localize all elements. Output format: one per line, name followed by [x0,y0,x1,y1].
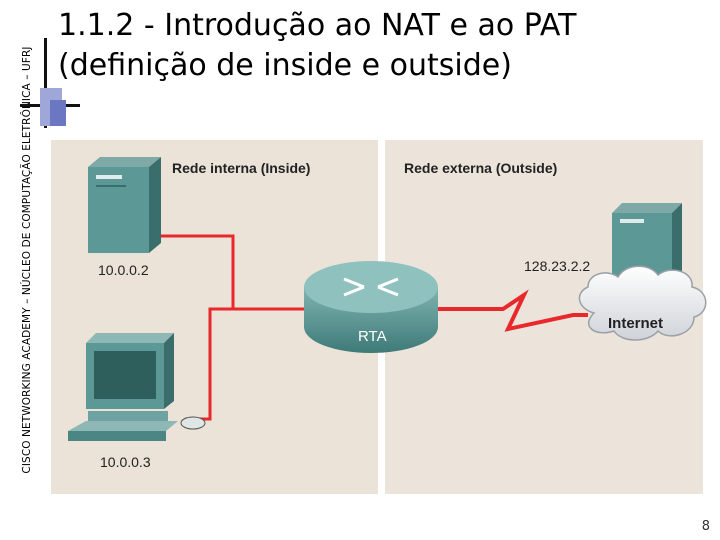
router-icon [304,261,438,353]
internet-cloud-icon [578,265,707,341]
server-outside-ip: 128.23.2.2 [524,258,590,274]
title-accent-vertical [44,38,47,128]
router-label: RTA [358,328,387,345]
title-line-1: 1.1.2 - Introdução ao NAT e ao PAT [58,8,577,43]
side-label: CISCO NETWORKING ACADEMY – NÚCLEO DE COM… [0,0,33,520]
side-label-text: CISCO NETWORKING ACADEMY – NÚCLEO DE COM… [21,46,33,474]
page-title: 1.1.2 - Introdução ao NAT e ao PAT (defi… [58,6,698,86]
page-number: 8 [701,519,710,534]
server-icon [88,157,161,253]
inside-label: Rede interna (Inside) [172,160,310,176]
server-inside-ip: 10.0.0.2 [98,262,149,278]
title-line-2: (definição de inside e outside) [58,48,512,83]
pc-icon [68,333,206,441]
title-accent-block [40,88,62,126]
title-accent-block-2 [50,100,66,126]
nat-diagram: Rede interna (Inside) Rede externa (Outs… [51,140,707,494]
link-router-internet-serial [438,289,588,332]
outside-label: Rede externa (Outside) [404,160,557,176]
cloud-label: Internet [608,315,663,332]
pc-inside-ip: 10.0.0.3 [100,454,151,470]
